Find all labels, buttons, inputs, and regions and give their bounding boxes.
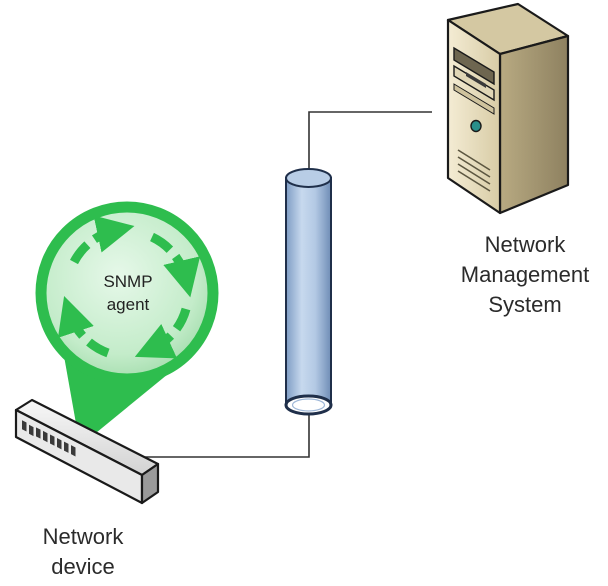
server-icon xyxy=(446,2,570,215)
cable-server-to-pipe xyxy=(308,111,432,170)
agent-bubble xyxy=(35,201,219,446)
device-label-line1: Network xyxy=(42,524,124,549)
cable-pipe-icon xyxy=(284,168,333,416)
agent-label-line1: SNMP xyxy=(103,272,152,291)
network-switch-icon xyxy=(14,398,160,505)
nms-label-line1: Network xyxy=(484,232,566,257)
device-label-line2: device xyxy=(51,554,115,579)
cables xyxy=(142,111,432,458)
cable-pipe-to-device xyxy=(142,410,310,458)
device-label: Network device xyxy=(18,522,148,582)
agent-bubble-circle xyxy=(35,201,219,385)
nms-label: Network Management System xyxy=(445,230,605,320)
agent-label-line2: agent xyxy=(107,295,150,314)
nms-label-line3: System xyxy=(488,292,562,317)
cycle-arrows-icon xyxy=(57,215,201,359)
nms-label-line2: Management xyxy=(460,262,590,287)
